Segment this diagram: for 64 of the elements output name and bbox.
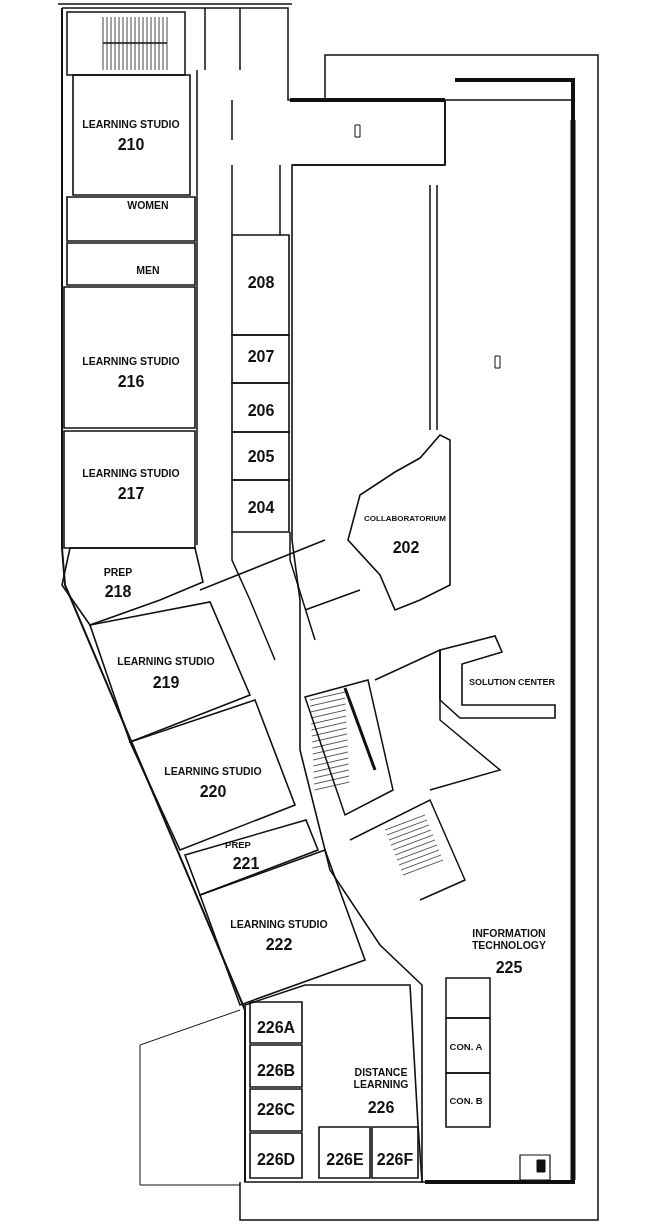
room-label: CON. A	[449, 1041, 483, 1053]
room-name: LEARNING STUDIO	[117, 656, 215, 668]
room	[250, 1089, 302, 1131]
room	[446, 1073, 490, 1127]
room-name: LEARNING STUDIO	[82, 468, 180, 480]
room-name: LEARNING STUDIO	[82, 119, 180, 131]
room-number: 220	[199, 783, 227, 801]
room-label: 205	[247, 448, 275, 466]
room	[250, 1002, 302, 1043]
room-label: 204	[247, 499, 275, 517]
room-number: 226	[367, 1099, 395, 1117]
room-name: PREP	[103, 567, 133, 579]
room-name: INFORMATION TECHNOLOGY	[470, 928, 548, 952]
room-label: 207	[247, 348, 275, 366]
room	[64, 431, 195, 548]
room	[245, 985, 422, 1182]
room-name: DISTANCE LEARNING	[352, 1067, 410, 1091]
room-label: 226E	[326, 1151, 364, 1169]
room	[130, 700, 295, 850]
room-label: 206	[247, 402, 275, 420]
room-label: WOMEN	[127, 200, 169, 212]
room	[250, 1133, 302, 1178]
room	[62, 548, 203, 625]
room	[232, 235, 289, 335]
room-number: 217	[117, 485, 145, 503]
room	[446, 1018, 490, 1073]
room-name: LEARNING STUDIO	[82, 356, 180, 368]
room-name: LEARNING STUDIO	[164, 766, 262, 778]
room-label: MEN	[136, 265, 160, 277]
room	[372, 1127, 418, 1178]
room-number: 225	[495, 959, 523, 977]
room	[348, 435, 450, 610]
room-number: 210	[117, 136, 145, 154]
room	[232, 432, 289, 480]
room-label: 226F	[376, 1151, 414, 1169]
room-label: 226C	[256, 1101, 296, 1119]
room	[232, 383, 289, 432]
room-label: CON. B	[449, 1095, 483, 1107]
room	[250, 1045, 302, 1087]
room-name: PREP	[225, 839, 251, 851]
room	[67, 243, 195, 285]
room-number: 221	[232, 855, 260, 873]
room	[440, 636, 555, 718]
room-label: 208	[247, 274, 275, 292]
room-number: 222	[265, 936, 293, 954]
room-number: 202	[392, 539, 420, 557]
room-number: 218	[104, 583, 132, 601]
room-number: 216	[117, 373, 145, 391]
room	[73, 75, 190, 195]
room	[232, 335, 289, 383]
room	[64, 287, 195, 428]
room-name: LEARNING STUDIO	[230, 919, 328, 931]
room	[232, 480, 289, 532]
room-number: 219	[152, 674, 180, 692]
room	[185, 820, 318, 895]
room	[319, 1127, 370, 1178]
room	[90, 602, 250, 742]
room-label: 226B	[256, 1062, 296, 1080]
room-name: COLLABORATORIUM	[364, 514, 446, 524]
room-label: 226D	[256, 1151, 296, 1169]
room	[67, 197, 195, 241]
room-label: 226A	[256, 1019, 296, 1037]
room	[200, 850, 365, 1005]
room-label: SOLUTION CENTER	[469, 678, 555, 688]
